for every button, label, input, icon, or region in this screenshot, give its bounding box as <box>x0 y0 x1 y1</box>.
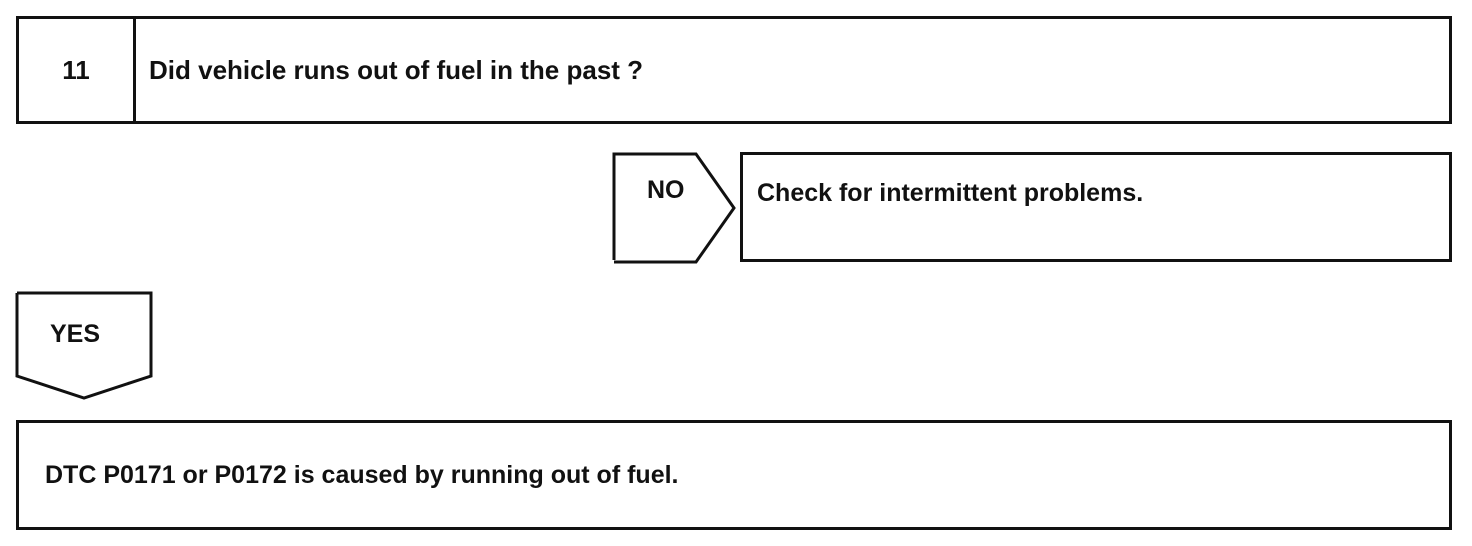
step-box: 11 Did vehicle runs out of fuel in the p… <box>16 16 1452 124</box>
yes-arrow-shape <box>15 291 153 400</box>
yes-label: YES <box>50 320 101 348</box>
no-result-text: Check for intermittent problems. <box>757 179 1144 207</box>
no-result-box: Check for intermittent problems. <box>740 152 1452 262</box>
step-question: Did vehicle runs out of fuel in the past… <box>149 54 644 85</box>
step-number: 11 <box>19 19 136 121</box>
no-arrow-shape <box>612 152 736 264</box>
no-label: NO <box>647 176 685 204</box>
final-result-box: DTC P0171 or P0172 is caused by running … <box>16 420 1452 530</box>
final-result-text: DTC P0171 or P0172 is caused by running … <box>45 460 679 489</box>
